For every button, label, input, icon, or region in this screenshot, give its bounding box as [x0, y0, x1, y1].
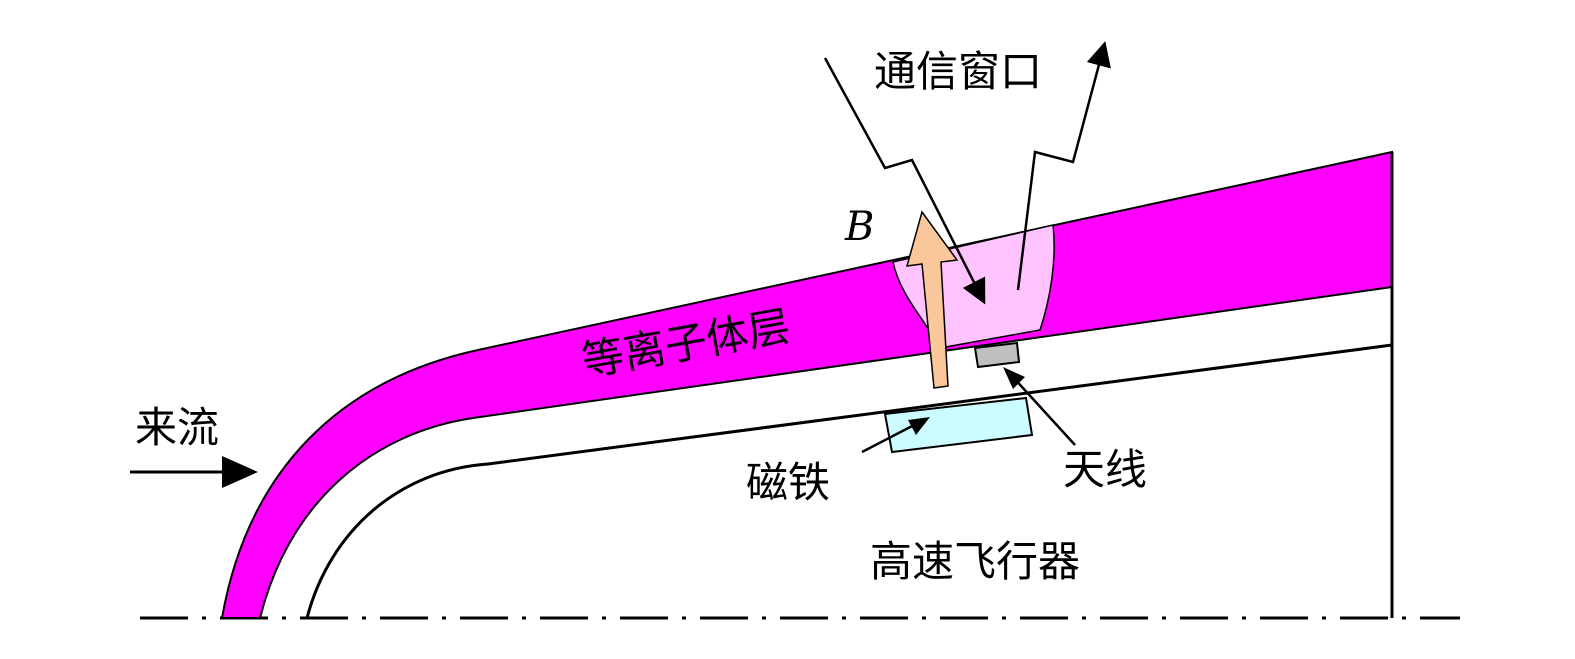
- flow-right-arrow-icon: [222, 456, 258, 488]
- antenna-leader-line: [1011, 375, 1076, 446]
- vehicle-surface: [305, 343, 1393, 619]
- plasma-layer: [220, 150, 1393, 619]
- magnetic-field-label: B: [844, 204, 874, 250]
- signal-in-zigzag-arrow-icon: [823, 57, 986, 305]
- antenna: [973, 341, 1021, 369]
- magnet-label: 磁铁: [746, 458, 830, 507]
- incoming-flow-label: 来流: [135, 403, 219, 452]
- magnetic-field-arrow: [905, 210, 959, 389]
- vehicle-label: 高速飞行器: [870, 537, 1080, 586]
- antenna-leader-arrow-icon: [1003, 367, 1025, 389]
- magnet: [883, 396, 1034, 454]
- magnet-leader-line: [861, 421, 919, 454]
- antenna-label: 天线: [1063, 445, 1147, 494]
- signal-out-zigzag-arrow-icon: [1016, 41, 1111, 291]
- comm-window-label: 通信窗口: [874, 47, 1042, 96]
- magnet-leader-arrow-icon: [908, 417, 930, 435]
